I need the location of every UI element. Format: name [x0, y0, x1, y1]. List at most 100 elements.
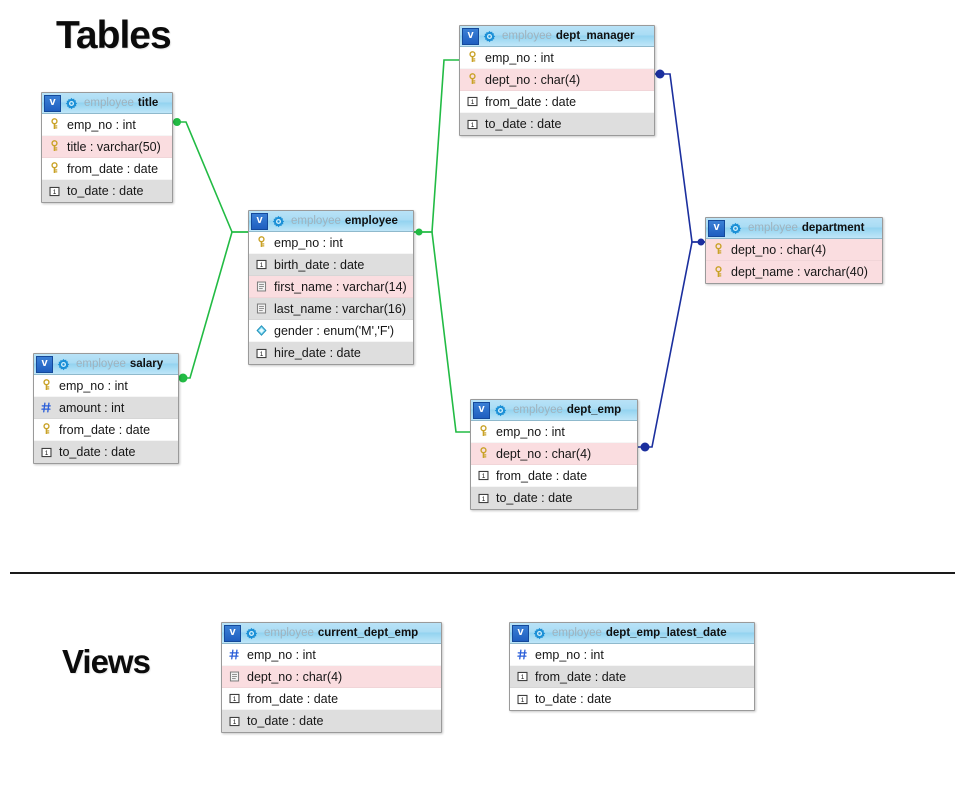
entity-title[interactable]: v employee title emp_no : int title : var… [41, 92, 173, 203]
key-icon [43, 379, 50, 390]
view-badge-icon: v [512, 624, 529, 642]
column-row[interactable]: emp_no : int [42, 114, 172, 136]
gear-icon [57, 358, 70, 370]
entity-columns: emp_no : int dept_no : char(4) 1 from_date … [222, 644, 441, 732]
entity-header[interactable]: v employee employee [249, 211, 413, 232]
column-row[interactable]: last_name : varchar(16) [249, 298, 413, 320]
entity-header[interactable]: v employee dept_emp_latest_date [510, 623, 754, 644]
column-row[interactable]: emp_no : int [34, 375, 178, 397]
column-row[interactable]: 1 from_date : date [460, 91, 654, 113]
entity-dept-emp-latest-date[interactable]: v employee dept_emp_latest_date emp_no :… [509, 622, 755, 711]
column-row[interactable]: emp_no : int [460, 47, 654, 69]
key-icon [480, 447, 487, 458]
entity-department[interactable]: v employee department dept_no : char(4) d… [705, 217, 883, 284]
view-badge-icon: v [251, 212, 268, 230]
column-row[interactable]: emp_no : int [222, 644, 441, 666]
column-label: emp_no : int [67, 117, 136, 132]
entity-name: dept_emp [566, 404, 622, 416]
entity-header[interactable]: v employee dept_manager [460, 26, 654, 47]
column-row[interactable]: emp_no : int [249, 232, 413, 254]
entity-header[interactable]: v employee current_dept_emp [222, 623, 441, 644]
column-row[interactable]: 1 from_date : date [222, 688, 441, 710]
entity-name: department [801, 222, 865, 234]
svg-text:1: 1 [521, 697, 525, 704]
text-icon [229, 671, 240, 682]
column-row[interactable]: from_date : date [42, 158, 172, 180]
gear-icon [729, 222, 742, 234]
svg-text:1: 1 [45, 450, 49, 457]
column-row[interactable]: dept_no : char(4) [222, 666, 441, 688]
entity-salary[interactable]: v employee salary emp_no : int amount : i… [33, 353, 179, 464]
column-label: first_name : varchar(14) [274, 279, 407, 294]
entity-dept-emp[interactable]: v employee dept_emp emp_no : int dept_no … [470, 399, 638, 510]
column-row[interactable]: dept_no : char(4) [460, 69, 654, 91]
column-row[interactable]: emp_no : int [471, 421, 637, 443]
column-row[interactable]: from_date : date [34, 419, 178, 441]
svg-text:1: 1 [482, 473, 486, 480]
gear-icon [65, 97, 78, 109]
column-label: emp_no : int [496, 424, 565, 439]
column-label: to_date : date [496, 491, 573, 505]
column-row[interactable]: dept_name : varchar(40) [706, 261, 882, 283]
entity-schema: employee [84, 97, 134, 109]
key-icon [51, 140, 58, 151]
column-label: hire_date : date [274, 346, 361, 360]
column-row[interactable]: dept_no : char(4) [706, 239, 882, 261]
entity-schema: employee [552, 627, 602, 639]
column-row[interactable]: dept_no : char(4) [471, 443, 637, 465]
view-badge-icon: v [462, 27, 479, 45]
column-label: title : varchar(50) [67, 139, 161, 154]
entity-schema: employee [76, 358, 126, 370]
date-icon: 1 [517, 694, 528, 704]
column-label: from_date : date [485, 94, 577, 109]
date-icon: 1 [41, 447, 52, 457]
column-row[interactable]: first_name : varchar(14) [249, 276, 413, 298]
gear-icon [245, 627, 258, 639]
key-icon [43, 423, 50, 434]
key-icon [715, 243, 722, 254]
column-row[interactable]: gender : enum('M','F') [249, 320, 413, 342]
entity-schema: employee [291, 215, 341, 227]
column-label: from_date : date [247, 691, 339, 706]
svg-text:1: 1 [482, 496, 486, 503]
entity-current-dept-emp[interactable]: v employee current_dept_emp emp_no : int… [221, 622, 442, 733]
section-title-views: Views [62, 643, 151, 680]
column-row[interactable]: amount : int [34, 397, 178, 419]
entity-header[interactable]: v employee department [706, 218, 882, 239]
column-label: from_date : date [67, 161, 159, 176]
entity-name: salary [129, 358, 164, 370]
entity-header[interactable]: v employee title [42, 93, 172, 114]
column-label: emp_no : int [247, 647, 316, 662]
date-icon: 1 [478, 470, 489, 480]
date-icon: 1 [256, 259, 267, 269]
column-label: last_name : varchar(16) [274, 301, 407, 316]
column-label: emp_no : int [59, 378, 128, 393]
column-row[interactable]: 1 to_date : date [471, 487, 637, 509]
column-label: dept_no : char(4) [496, 446, 592, 461]
date-icon: 1 [467, 96, 478, 106]
svg-text:1: 1 [233, 696, 237, 703]
column-row[interactable]: title : varchar(50) [42, 136, 172, 158]
gear-icon [272, 215, 285, 227]
column-label: emp_no : int [274, 235, 343, 250]
svg-text:1: 1 [233, 719, 237, 726]
entity-header[interactable]: v employee dept_emp [471, 400, 637, 421]
column-label: dept_no : char(4) [731, 242, 827, 257]
column-row[interactable]: emp_no : int [510, 644, 754, 666]
number-icon [41, 402, 51, 413]
entity-header[interactable]: v employee salary [34, 354, 178, 375]
